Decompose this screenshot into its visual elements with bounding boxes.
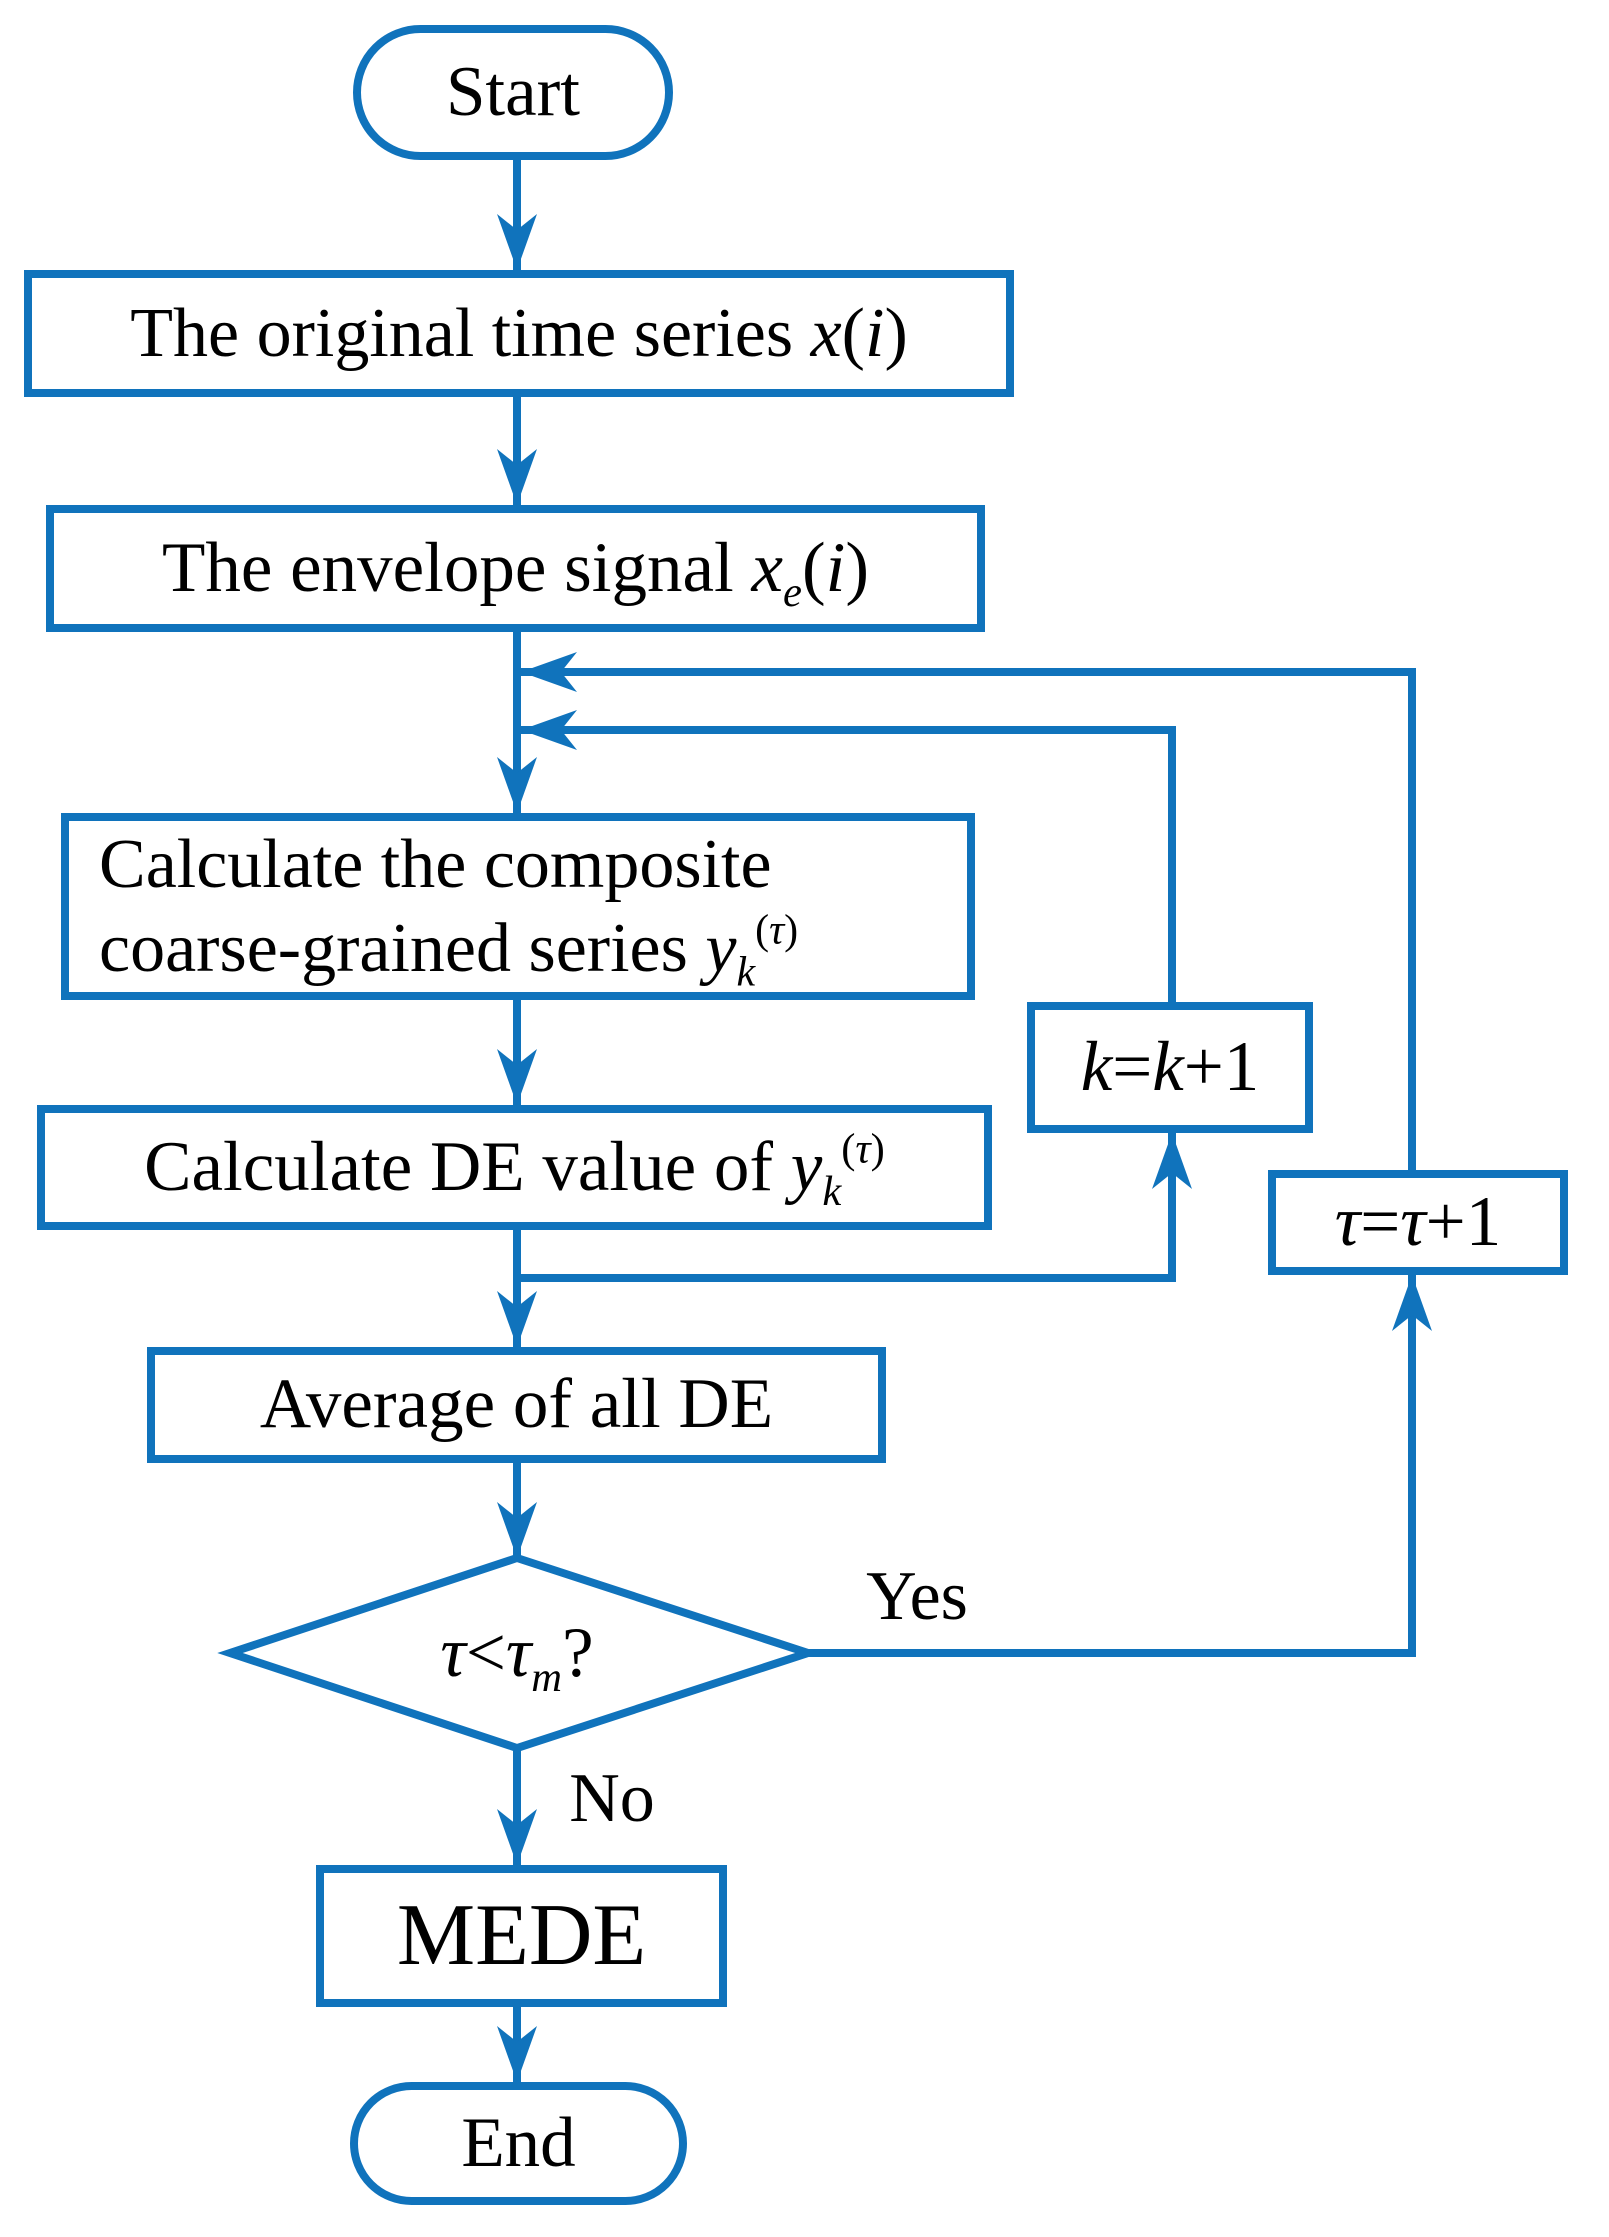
de-label: Calculate DE value of yk(τ) — [144, 1125, 885, 1215]
envelope-label: The envelope signal xe(i) — [162, 528, 869, 616]
decision-condition-text: τ<τm? — [317, 1600, 717, 1706]
end-label: End — [461, 2103, 576, 2182]
k-increment-label: k=k+1 — [1080, 1027, 1260, 1106]
decision-diamond-shape — [217, 1553, 821, 1753]
no-label: No — [569, 1760, 655, 1837]
edge-k-feedback-to-main — [521, 710, 1176, 1002]
process-mede-result: MEDE — [316, 1865, 727, 2007]
edge-label-yes: Yes — [832, 1555, 1002, 1639]
end-terminator: End — [350, 2082, 687, 2205]
process-original-time-series: The original time series x(i) — [24, 270, 1014, 397]
process-envelope-signal: The envelope signal xe(i) — [46, 505, 985, 632]
yes-label: Yes — [866, 1558, 968, 1635]
original-label: The original time series x(i) — [130, 294, 908, 372]
mede-label: MEDE — [396, 1887, 647, 1985]
decision-label: τ<τm? — [440, 1613, 594, 1701]
edge-tau-feedback-to-main — [521, 652, 1416, 1170]
average-label: Average of all DE — [259, 1365, 774, 1444]
process-average-of-all-de: Average of all DE — [147, 1347, 886, 1463]
process-calculate-de-value: Calculate DE value of yk(τ) — [37, 1105, 992, 1230]
process-tau-increment: τ=τ+1 — [1268, 1170, 1568, 1275]
edge-label-no: No — [537, 1757, 687, 1841]
start-terminator: Start — [353, 25, 673, 160]
process-k-increment: k=k+1 — [1027, 1002, 1313, 1133]
edge-de-branch-to-k — [517, 1133, 1192, 1282]
start-label: Start — [445, 52, 581, 131]
tau-increment-label: τ=τ+1 — [1334, 1182, 1502, 1261]
edge-decision-yes-to-tau — [808, 1275, 1432, 1657]
